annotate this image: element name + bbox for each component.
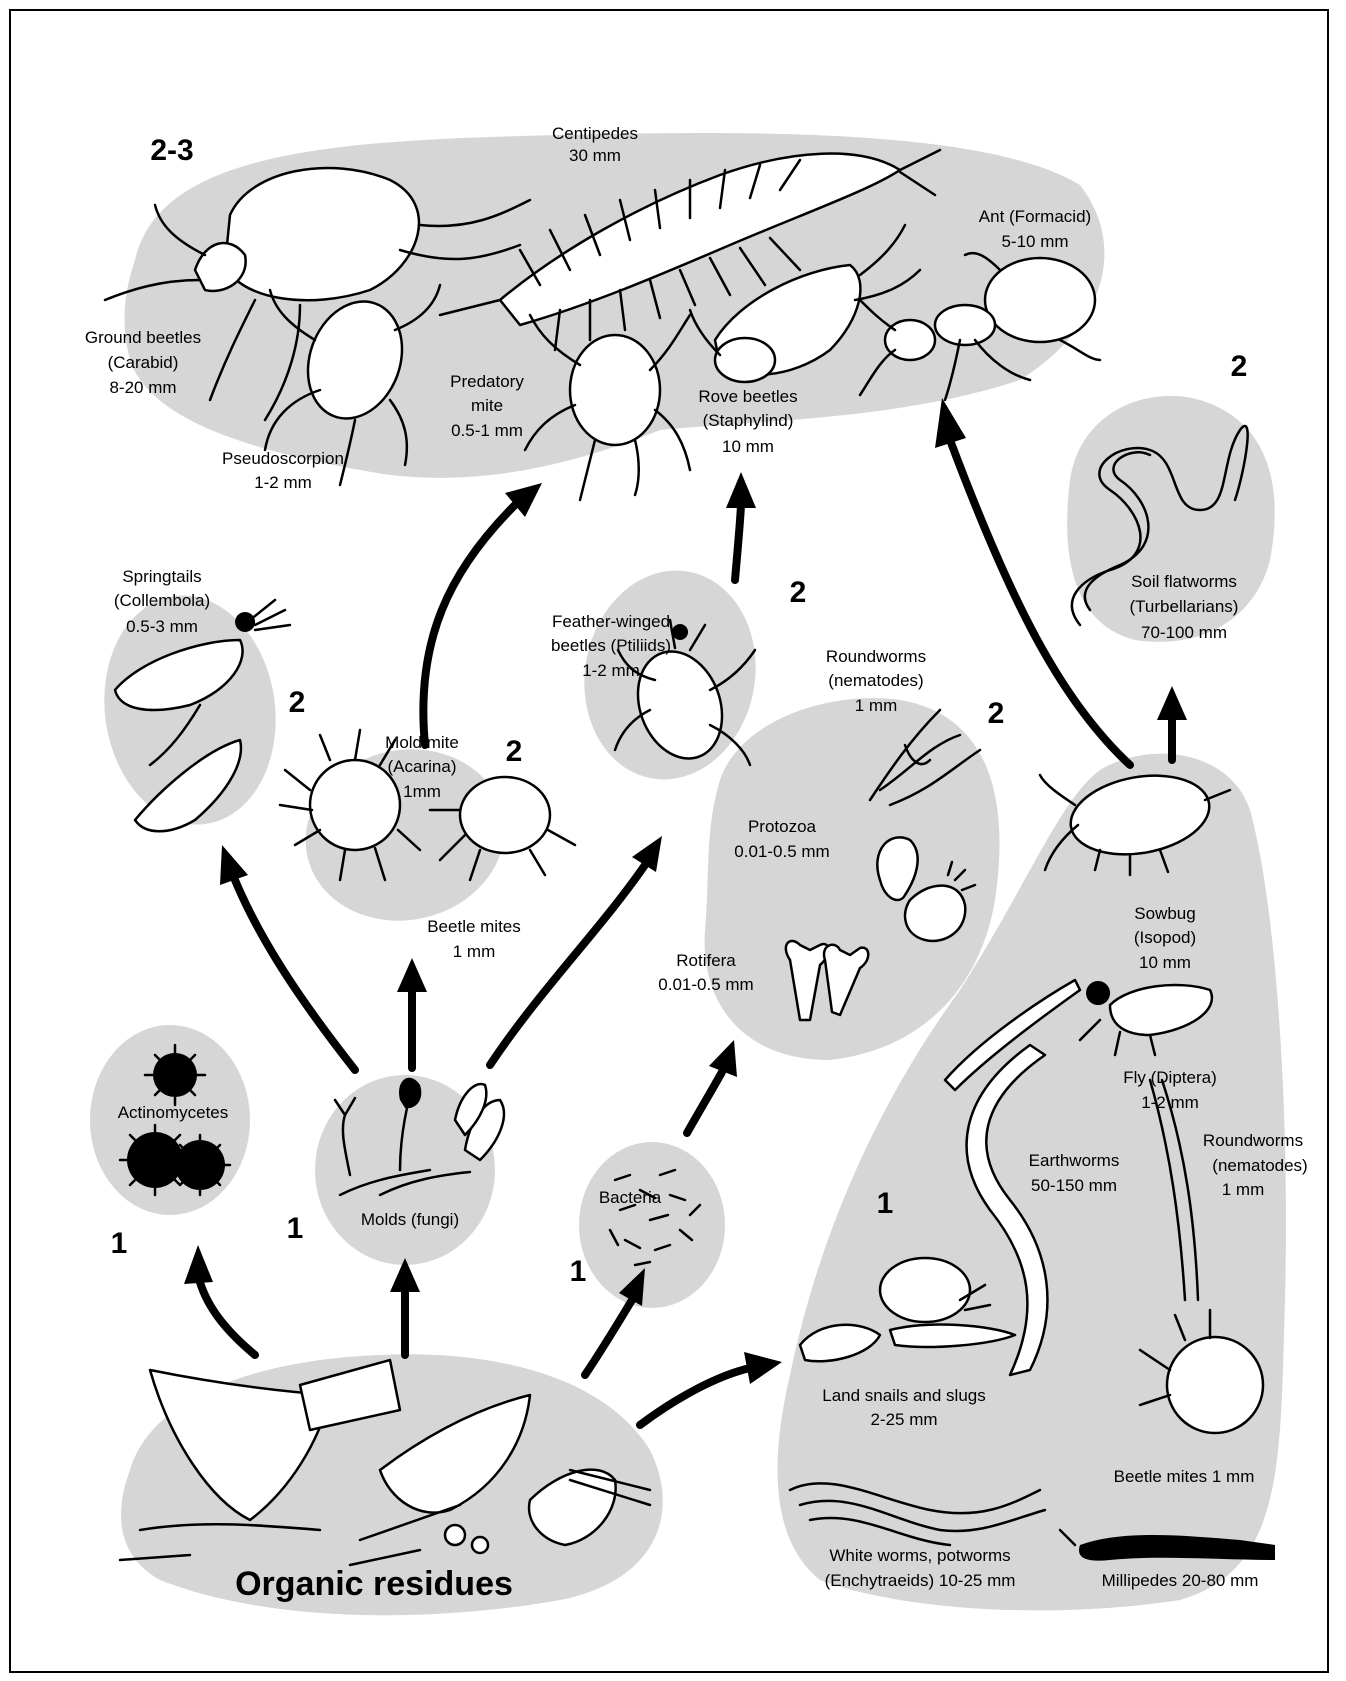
arrow-molds-to-springtails	[235, 880, 355, 1070]
rove-beetles-family: (Staphylind)	[703, 411, 794, 430]
arrow-head	[397, 958, 427, 992]
ground-beetles-size: 8-20 mm	[109, 378, 176, 397]
arrow-molds-to-ptiliids	[490, 865, 645, 1065]
ground-beetles-label: Ground beetles	[85, 328, 201, 347]
predatory-mite-size: 0.5-1 mm	[451, 421, 523, 440]
bacteria-label: Bacteria	[599, 1188, 662, 1207]
bacteria-blob	[579, 1142, 725, 1308]
pseudoscorpion-size: 1-2 mm	[254, 473, 312, 492]
arrow-ptiliids-to-predators	[735, 505, 741, 580]
springtails-family: (Collembola)	[114, 591, 210, 610]
arrow-mites-to-predators	[423, 505, 515, 745]
protozoa-label: Protozoa	[748, 817, 817, 836]
level-springtails: 2	[289, 686, 306, 719]
shredder-roundworms-label: Roundworms	[1203, 1131, 1303, 1150]
earthworms-size: 50-150 mm	[1031, 1176, 1117, 1195]
flatworms-label: Soil flatworms	[1131, 572, 1237, 591]
molds-label: Molds (fungi)	[361, 1210, 459, 1229]
protozoa-size: 0.01-0.5 mm	[734, 842, 829, 861]
arrow-head	[709, 1040, 737, 1077]
level-molds: 1	[287, 1212, 304, 1245]
arrow-bacteria-to-micro	[687, 1072, 722, 1133]
flatworms-size: 70-100 mm	[1141, 623, 1227, 642]
millipedes-label: Millipedes 20-80 mm	[1102, 1571, 1259, 1590]
fly-size: 1-2 mm	[1141, 1093, 1199, 1112]
ptiliid-label: Feather-winged	[552, 612, 670, 631]
sowbug-family: (Isopod)	[1134, 928, 1196, 947]
arrow-head	[726, 472, 756, 508]
level-ptiliids: 2	[790, 576, 807, 609]
ant-size: 5-10 mm	[1001, 232, 1068, 251]
arrow-head	[220, 845, 248, 885]
ground-beetles-family: (Carabid)	[108, 353, 179, 372]
beetle-mites-size: 1 mm	[453, 942, 496, 961]
predatory-mite-label: Predatory	[450, 372, 524, 391]
level-actinomycetes: 1	[111, 1227, 128, 1260]
level-flatworms: 2	[1231, 350, 1248, 383]
centipedes-size: 30 mm	[569, 146, 621, 165]
organic-residues-label: Organic residues	[235, 1565, 513, 1603]
sowbug-label: Sowbug	[1134, 904, 1195, 923]
arrow-head	[184, 1245, 213, 1284]
arrow-residues-to-shredders	[640, 1368, 750, 1425]
pseudoscorpion-label: Pseudoscorpion	[222, 449, 344, 468]
rove-beetles-size: 10 mm	[722, 437, 774, 456]
shredder-beetle-mites-label: Beetle mites 1 mm	[1114, 1467, 1255, 1486]
centipedes-label: Centipedes	[552, 124, 638, 143]
predatory-mite-label-2: mite	[471, 396, 503, 415]
level-shredders: 1	[877, 1187, 894, 1220]
roundworms-family: (nematodes)	[828, 671, 923, 690]
level-mites: 2	[506, 735, 523, 768]
mold-mite-size: 1mm	[403, 782, 441, 801]
arrow-head	[744, 1352, 782, 1384]
white-worms-family: (Enchytraeids) 10-25 mm	[825, 1571, 1016, 1590]
shredder-roundworms-family: (nematodes)	[1212, 1156, 1307, 1175]
shredder-roundworms-size: 1 mm	[1222, 1180, 1265, 1199]
snails-size: 2-25 mm	[870, 1410, 937, 1429]
rove-beetles-label: Rove beetles	[698, 387, 797, 406]
beetle-mites-label: Beetle mites	[427, 917, 521, 936]
roundworms-size: 1 mm	[855, 696, 898, 715]
level-bacteria: 1	[570, 1255, 587, 1288]
arrow-head	[1157, 686, 1187, 720]
sowbug-size: 10 mm	[1139, 953, 1191, 972]
flatworms-family: (Turbellarians)	[1130, 597, 1239, 616]
white-worms-label: White worms, potworms	[829, 1546, 1010, 1565]
arrow-residues-to-actinomycetes	[198, 1275, 255, 1355]
springtails-size: 0.5-3 mm	[126, 617, 198, 636]
level-predators: 2-3	[150, 134, 193, 167]
ptiliid-family: beetles (Ptiliids)	[551, 636, 671, 655]
mold-mite-family: (Acarina)	[388, 757, 457, 776]
arrow-head	[935, 398, 966, 448]
earthworms-label: Earthworms	[1029, 1151, 1120, 1170]
mold-mite-label: Mold mite	[385, 733, 459, 752]
rotifera-size: 0.01-0.5 mm	[658, 975, 753, 994]
rotifera-label: Rotifera	[676, 951, 736, 970]
fly-label: Fly (Diptera)	[1123, 1068, 1217, 1087]
ptiliid-size: 1-2 mm	[582, 661, 640, 680]
springtails-label: Springtails	[122, 567, 201, 586]
level-micro: 2	[988, 697, 1005, 730]
snails-label: Land snails and slugs	[822, 1386, 986, 1405]
ant-label: Ant (Formacid)	[979, 207, 1091, 226]
arrow-residues-to-bacteria	[585, 1300, 632, 1375]
roundworms-label: Roundworms	[826, 647, 926, 666]
actinomycetes-label: Actinomycetes	[118, 1103, 229, 1122]
